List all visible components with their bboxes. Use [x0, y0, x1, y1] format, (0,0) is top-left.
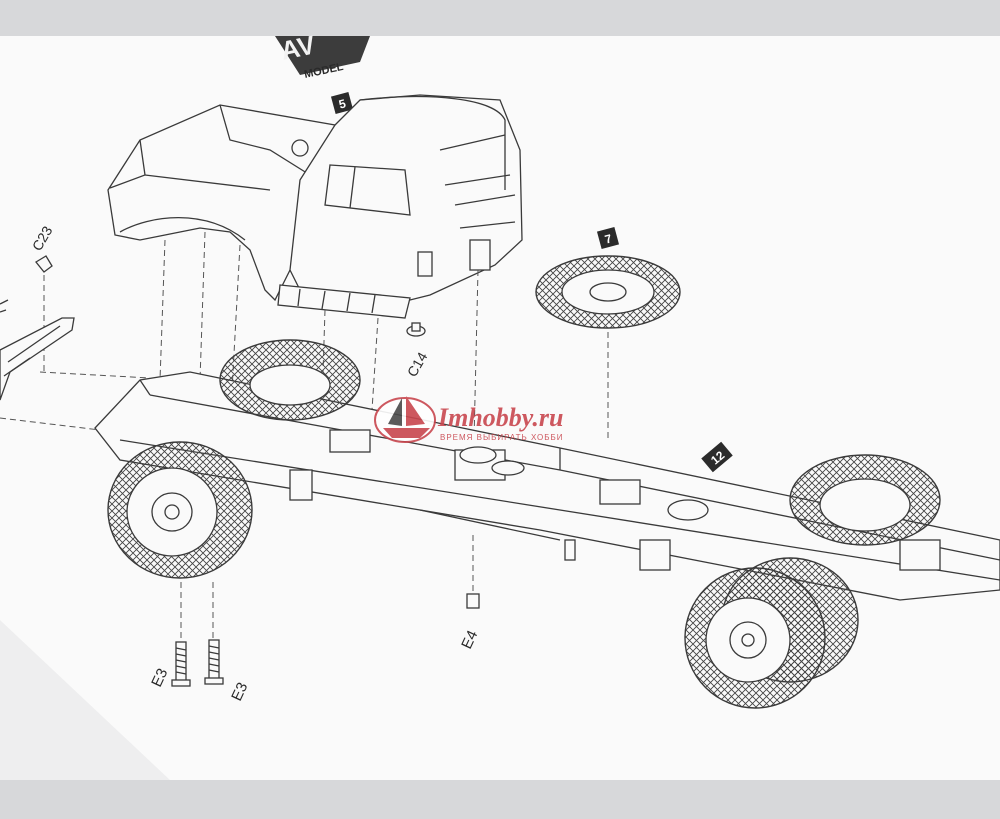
- step-7-badge: 7: [596, 226, 620, 250]
- watermark-tagline: ВРЕМЯ ВЫБИРАТЬ ХОББИ: [440, 433, 564, 442]
- step-5-number: 5: [337, 96, 347, 111]
- part-label-e4: E4: [458, 628, 481, 652]
- front-left-wheel: [107, 441, 253, 579]
- watermark-ship-logo: [374, 396, 436, 443]
- front-right-wheel: [219, 339, 361, 421]
- cab-guide-lines: [0, 231, 479, 441]
- step-7-number: 7: [603, 231, 613, 246]
- brand-logo-letters: AV: [278, 29, 318, 66]
- part-e4-bolt: [466, 593, 480, 609]
- watermark-brand: Imhobby.ru: [437, 403, 563, 432]
- part-label-e3-right: E3: [228, 680, 251, 704]
- step-5-badge: 5: [330, 91, 354, 115]
- bottom-shadow: [0, 780, 1000, 819]
- chassis-frame: [94, 371, 1000, 601]
- top-shadow: [0, 0, 1000, 36]
- side-step-part: [0, 299, 75, 401]
- watermark: Imhobby.ru ВРЕМЯ ВЫБИРАТЬ ХОББИ: [374, 396, 564, 443]
- paper-under-sheet: [0, 620, 170, 780]
- step-12-badge: 12: [701, 441, 733, 473]
- part-e3-bolt-right: [204, 639, 224, 685]
- rear-right-wheels: [789, 454, 941, 546]
- spare-wheel: [535, 255, 681, 329]
- rear-left-wheels: [684, 557, 859, 709]
- brand-logo: AV MODEL: [275, 29, 370, 81]
- part-e3-bolt-left: [171, 641, 191, 687]
- part-label-e3-left: E3: [148, 666, 171, 690]
- truck-cab: [107, 94, 523, 319]
- part-c23-clip: [35, 255, 53, 273]
